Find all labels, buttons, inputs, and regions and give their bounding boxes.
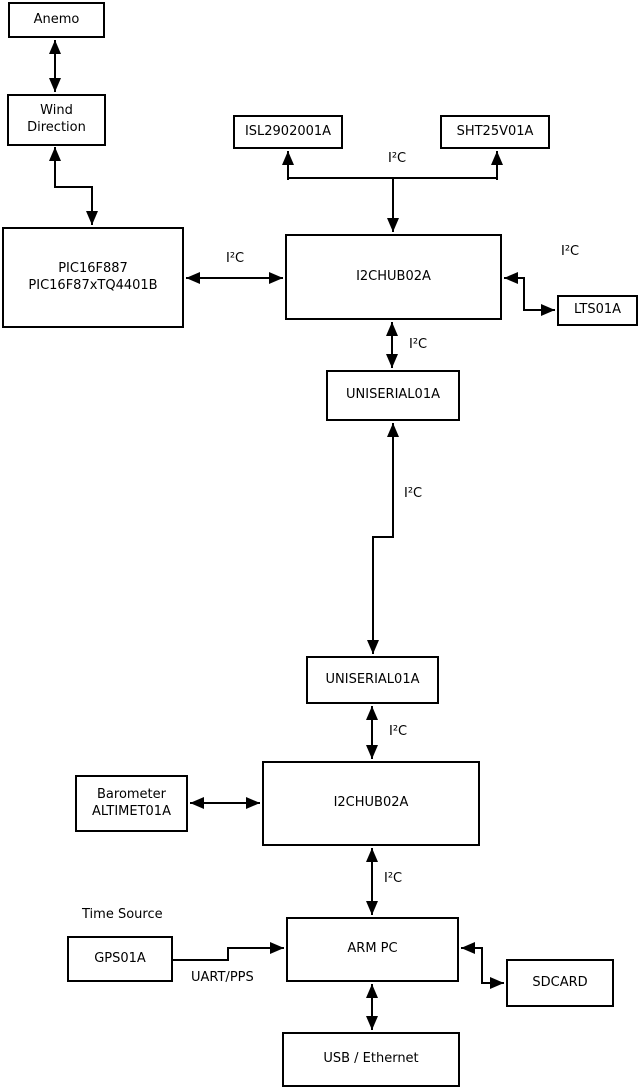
block-sdcard: SDCARD (506, 959, 614, 1007)
edge-label-uart-pps: UART/PPS (191, 970, 254, 985)
block-arm-pc: ARM PC (286, 917, 459, 982)
block-usb-ethernet-label: USB / Ethernet (323, 1051, 419, 1067)
connector-hub-upper-lts (504, 272, 555, 316)
block-anemo-label: Anemo (33, 11, 80, 27)
block-isl2902001a: ISL2902001A (233, 115, 343, 149)
block-pic-label: PIC16F887 PIC16F87xTQ4401B (28, 260, 158, 293)
block-isl2902001a-label: ISL2902001A (244, 123, 332, 139)
block-anemo: Anemo (8, 2, 105, 38)
block-uniserial-lower: UNISERIAL01A (306, 656, 439, 704)
block-uniserial-upper-label: UNISERIAL01A (346, 387, 440, 403)
block-i2c-hub-lower-label: I2CHUB02A (333, 795, 409, 811)
block-i2c-hub-upper: I2CHUB02A (285, 234, 502, 320)
edge-label-i2c-hub-arm: I²C (384, 871, 403, 886)
block-pic: PIC16F887 PIC16F87xTQ4401B (2, 227, 184, 328)
block-wind-direction: Wind Direction (7, 94, 106, 146)
block-wind-direction-label: Wind Direction (27, 103, 86, 135)
block-sht25v01a: SHT25V01A (440, 115, 550, 149)
edge-label-i2c-uniserial-hub: I²C (389, 724, 408, 739)
edge-label-i2c-lts: I²C (561, 244, 580, 259)
block-arm-pc-label: ARM PC (347, 941, 398, 957)
block-barometer-label: Barometer ALTIMET01A (92, 786, 171, 819)
block-barometer: Barometer ALTIMET01A (75, 775, 188, 832)
connector-uniserial-uniserial (367, 423, 399, 654)
edge-label-i2c-sensors: I²C (388, 151, 407, 166)
block-sdcard-label: SDCARD (532, 974, 588, 990)
edge-label-time-source: Time Source (82, 907, 163, 922)
block-sht25v01a-label: SHT25V01A (456, 123, 534, 139)
block-uniserial-upper: UNISERIAL01A (326, 370, 460, 421)
block-i2c-hub-upper-label: I2CHUB02A (356, 268, 431, 284)
connector-gps-arm (173, 942, 284, 961)
connector-arm-sdcard (461, 942, 504, 989)
connector-wind-pic (49, 147, 98, 225)
edge-label-i2c-hub-uniserial: I²C (409, 337, 428, 352)
block-usb-ethernet: USB / Ethernet (282, 1032, 460, 1087)
block-uniserial-lower-label: UNISERIAL01A (325, 671, 420, 687)
block-lts01a-label: LTS01A (573, 302, 622, 318)
edge-label-i2c-uniserial-link: I²C (404, 486, 423, 501)
edge-label-i2c-pic-hub: I²C (226, 251, 245, 266)
block-gps01a: GPS01A (67, 936, 173, 982)
block-i2c-hub-lower: I2CHUB02A (262, 761, 480, 846)
block-gps01a-label: GPS01A (94, 950, 146, 966)
block-lts01a: LTS01A (557, 295, 638, 326)
